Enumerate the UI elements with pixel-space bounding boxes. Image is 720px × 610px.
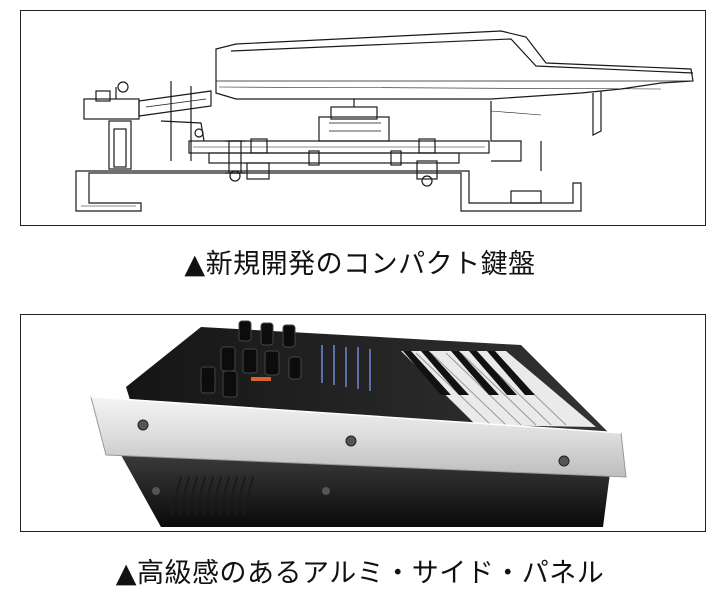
- figure-caption-keyboard: ▲新規開発のコンパクト鍵盤: [184, 249, 536, 280]
- synthesizer-side-photo: [90, 320, 627, 527]
- keyboard-cross-section-figure: [20, 10, 706, 226]
- figure-caption-side-panel: ▲高級感のあるアルミ・サイド・パネル: [115, 558, 605, 589]
- keyboard-mechanism-drawing: [75, 30, 694, 212]
- synthesizer-side-panel-figure: [20, 314, 706, 532]
